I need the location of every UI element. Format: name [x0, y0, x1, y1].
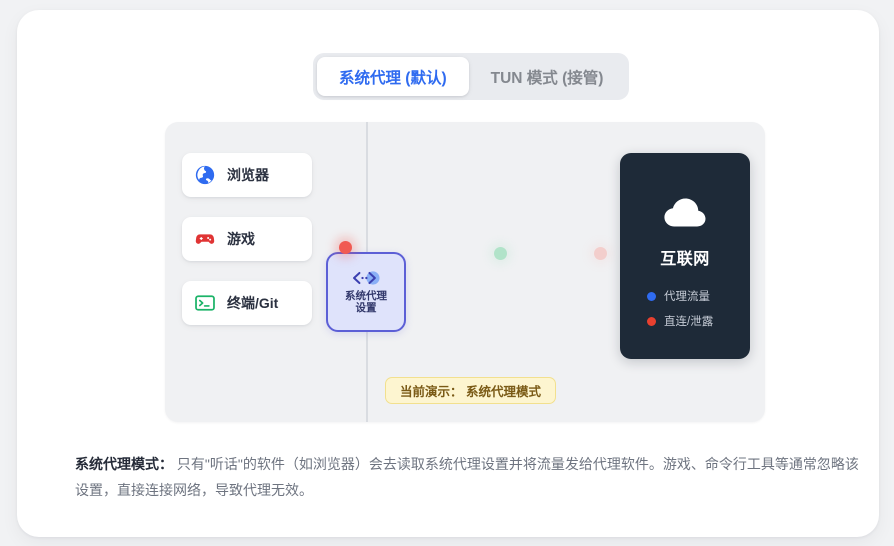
legend-item-proxy-traffic: 代理流量 — [647, 288, 750, 304]
system-proxy-node-line1: 系统代理 — [345, 289, 387, 302]
tab-tun-mode-label: TUN 模式 (接管) — [490, 69, 604, 87]
explanation-note-body: 只有"听话"的软件（如浏览器）会去读取系统代理设置并将流量发给代理软件。游戏、命… — [75, 456, 859, 498]
internet-panel: 互联网 代理流量 直连/泄露 — [620, 153, 750, 359]
internet-legend: 代理流量 直连/泄露 — [620, 288, 750, 338]
tab-tun-mode[interactable]: TUN 模式 (接管) — [469, 57, 626, 96]
current-demo-badge-label: 当前演示： 系统代理模式 — [400, 385, 541, 399]
main-card: 系统代理 (默认) TUN 模式 (接管) 浏览器 — [17, 10, 879, 537]
terminal-icon — [195, 295, 215, 311]
traffic-particle-pink — [594, 247, 607, 260]
legend-dot-proxy-traffic — [647, 291, 656, 301]
system-proxy-node[interactable]: 系统代理 设置 — [326, 252, 406, 332]
tab-system-proxy[interactable]: 系统代理 (默认) — [317, 57, 469, 96]
app-card-game-label: 游戏 — [227, 231, 255, 247]
diagram-canvas: 浏览器 游戏 终端/Git — [165, 122, 765, 422]
explanation-note: 系统代理模式： 只有"听话"的软件（如浏览器）会去读取系统代理设置并将流量发给代… — [75, 451, 865, 503]
cloud-icon — [664, 198, 706, 227]
internet-panel-title: 互联网 — [660, 251, 710, 268]
app-card-terminal-label: 终端/Git — [227, 295, 279, 311]
app-card-game[interactable]: 游戏 — [182, 217, 312, 261]
legend-label-direct-leak: 直连/泄露 — [664, 316, 714, 328]
mode-tab-group: 系统代理 (默认) TUN 模式 (接管) — [313, 53, 630, 100]
app-card-browser[interactable]: 浏览器 — [182, 153, 312, 197]
tab-system-proxy-label: 系统代理 (默认) — [339, 69, 447, 87]
app-card-terminal[interactable]: 终端/Git — [182, 281, 312, 325]
traffic-particle-green — [494, 247, 507, 260]
gamepad-icon — [195, 234, 215, 244]
legend-dot-direct-leak — [647, 316, 656, 326]
direct-leak-particle — [339, 241, 352, 254]
current-demo-badge: 当前演示： 系统代理模式 — [385, 377, 556, 404]
code-arrows-icon — [353, 270, 380, 285]
legend-item-direct-leak: 直连/泄露 — [647, 313, 750, 329]
globe-icon — [195, 165, 215, 185]
app-card-browser-label: 浏览器 — [227, 167, 269, 183]
explanation-note-label: 系统代理模式： — [75, 456, 173, 472]
system-proxy-node-line2: 设置 — [355, 302, 377, 314]
legend-label-proxy-traffic: 代理流量 — [664, 291, 710, 303]
